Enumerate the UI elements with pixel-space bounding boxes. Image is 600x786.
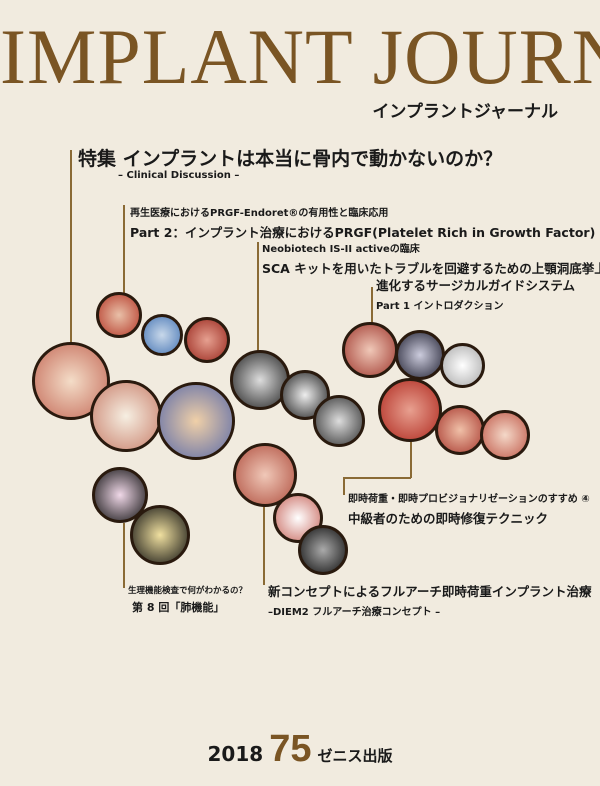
article-2: Neobiotech IS-II activeの臨床 SCA キットを用いたトラ… bbox=[262, 240, 600, 277]
leader-line bbox=[123, 523, 125, 588]
leader-line bbox=[410, 440, 412, 478]
feature-label: 特集 bbox=[78, 148, 117, 170]
feature-subtitle: – Clinical Discussion – bbox=[118, 170, 240, 181]
alveoli-illustration bbox=[130, 505, 190, 565]
article-title: Part 2：インプラント治療におけるPRGF(Platelet Rich in… bbox=[130, 225, 600, 240]
article-kicker: 生理機能検査で何がわかるの？ bbox=[128, 586, 248, 596]
issue-year: 2018 bbox=[207, 742, 264, 766]
masthead-subtitle: インプラントジャーナル bbox=[372, 102, 558, 122]
article-5: 生理機能検査で何がわかるの？ 第 8 回「肺機能」 bbox=[128, 584, 247, 615]
clinical-photo bbox=[32, 342, 110, 420]
article-title: Part 1 イントロダクション bbox=[376, 301, 504, 312]
leader-line bbox=[263, 505, 265, 585]
xray-photo bbox=[298, 525, 348, 575]
clinical-photo bbox=[184, 317, 230, 363]
article-3: 進化するサージカルガイドシステム Part 1 イントロダクション bbox=[376, 275, 575, 312]
feature-heading: 特集 インプラントは本当に骨内で動かないのか？ bbox=[78, 144, 502, 171]
clinical-photo bbox=[378, 378, 442, 442]
bone-diagram bbox=[157, 382, 235, 460]
clinical-photo bbox=[435, 405, 485, 455]
article-kicker: 進化するサージカルガイドシステム bbox=[376, 278, 576, 293]
teeth-photo bbox=[90, 380, 162, 452]
leader-line bbox=[343, 477, 345, 495]
article-4: 即時荷重・即時プロビジョナリゼーションのすすめ ④ 中級者のための即時修復テクニ… bbox=[348, 490, 590, 527]
clinical-photo bbox=[480, 410, 530, 460]
article-kicker: 再生医療におけるPRGF-Endoret®の有用性と臨床応用 bbox=[130, 208, 389, 219]
article-kicker: 新コンセプトによるフルアーチ即時荷重インプラント治療 bbox=[268, 584, 592, 599]
leader-line bbox=[123, 205, 125, 295]
article-title: SCA キットを用いたトラブルを回避するための上顎洞底挙上術 bbox=[262, 261, 600, 276]
xray-photo bbox=[230, 350, 290, 410]
article-title: 中級者のための即時修復テクニック bbox=[348, 511, 549, 526]
article-title: –DIEM2 フルアーチ治療コンセプト – bbox=[268, 607, 441, 618]
publisher: ゼニス出版 bbox=[317, 747, 393, 765]
implant-diagram bbox=[141, 314, 183, 356]
article-1: 再生医療におけるPRGF-Endoret®の有用性と臨床応用 Part 2：イン… bbox=[130, 204, 600, 241]
article-kicker: 即時荷重・即時プロビジョナリゼーションのすすめ ④ bbox=[348, 494, 590, 505]
masthead-title: IMPLANT JOURNAL bbox=[0, 13, 600, 100]
leader-line bbox=[70, 150, 72, 345]
clinical-photo bbox=[342, 322, 398, 378]
article-title: 第 8 回「肺機能」 bbox=[132, 601, 225, 614]
guide-photo bbox=[395, 330, 445, 380]
leader-line bbox=[343, 477, 411, 479]
clinical-photo bbox=[96, 292, 142, 338]
article-kicker: Neobiotech IS-II activeの臨床 bbox=[262, 244, 420, 255]
leader-line bbox=[257, 242, 259, 352]
leader-line bbox=[371, 287, 373, 323]
feature-title: インプラントは本当に骨内で動かないのか？ bbox=[122, 148, 503, 170]
issue-number: 75 bbox=[269, 728, 312, 770]
implant-parts-photo bbox=[440, 343, 485, 388]
article-6: 新コンセプトによるフルアーチ即時荷重インプラント治療 –DIEM2 フルアーチ治… bbox=[268, 581, 592, 618]
xray-photo bbox=[313, 395, 365, 447]
